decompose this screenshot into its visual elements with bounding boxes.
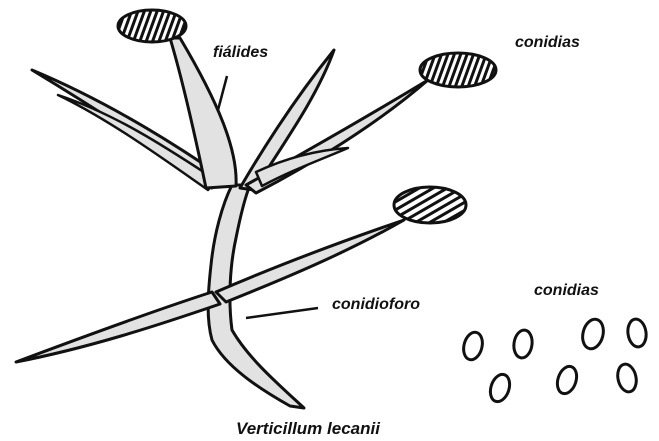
- label-phialides: fiálides: [213, 44, 268, 62]
- free-conidium: [615, 362, 638, 393]
- free-conidia: [461, 317, 648, 404]
- phialide-lower-right: [216, 220, 404, 302]
- free-conidium: [512, 329, 534, 359]
- free-conidium: [461, 330, 485, 362]
- free-conidium: [626, 318, 648, 348]
- conidial-head-lower: [394, 187, 466, 223]
- free-conidium: [554, 364, 580, 396]
- conidial-head-top: [118, 10, 186, 42]
- free-conidium: [580, 317, 607, 351]
- label-species: Verticillum lecanii: [236, 419, 380, 439]
- leader-conidiophore: [246, 308, 318, 318]
- label-conidia-top: conidias: [515, 34, 580, 52]
- label-conidia-right: conidias: [534, 282, 599, 300]
- conidial-head-right: [420, 53, 496, 87]
- label-conidiophore: conidioforo: [332, 296, 420, 314]
- leader-phialides: [218, 76, 227, 110]
- free-conidium: [487, 372, 513, 404]
- phialide-lower-left: [16, 292, 220, 362]
